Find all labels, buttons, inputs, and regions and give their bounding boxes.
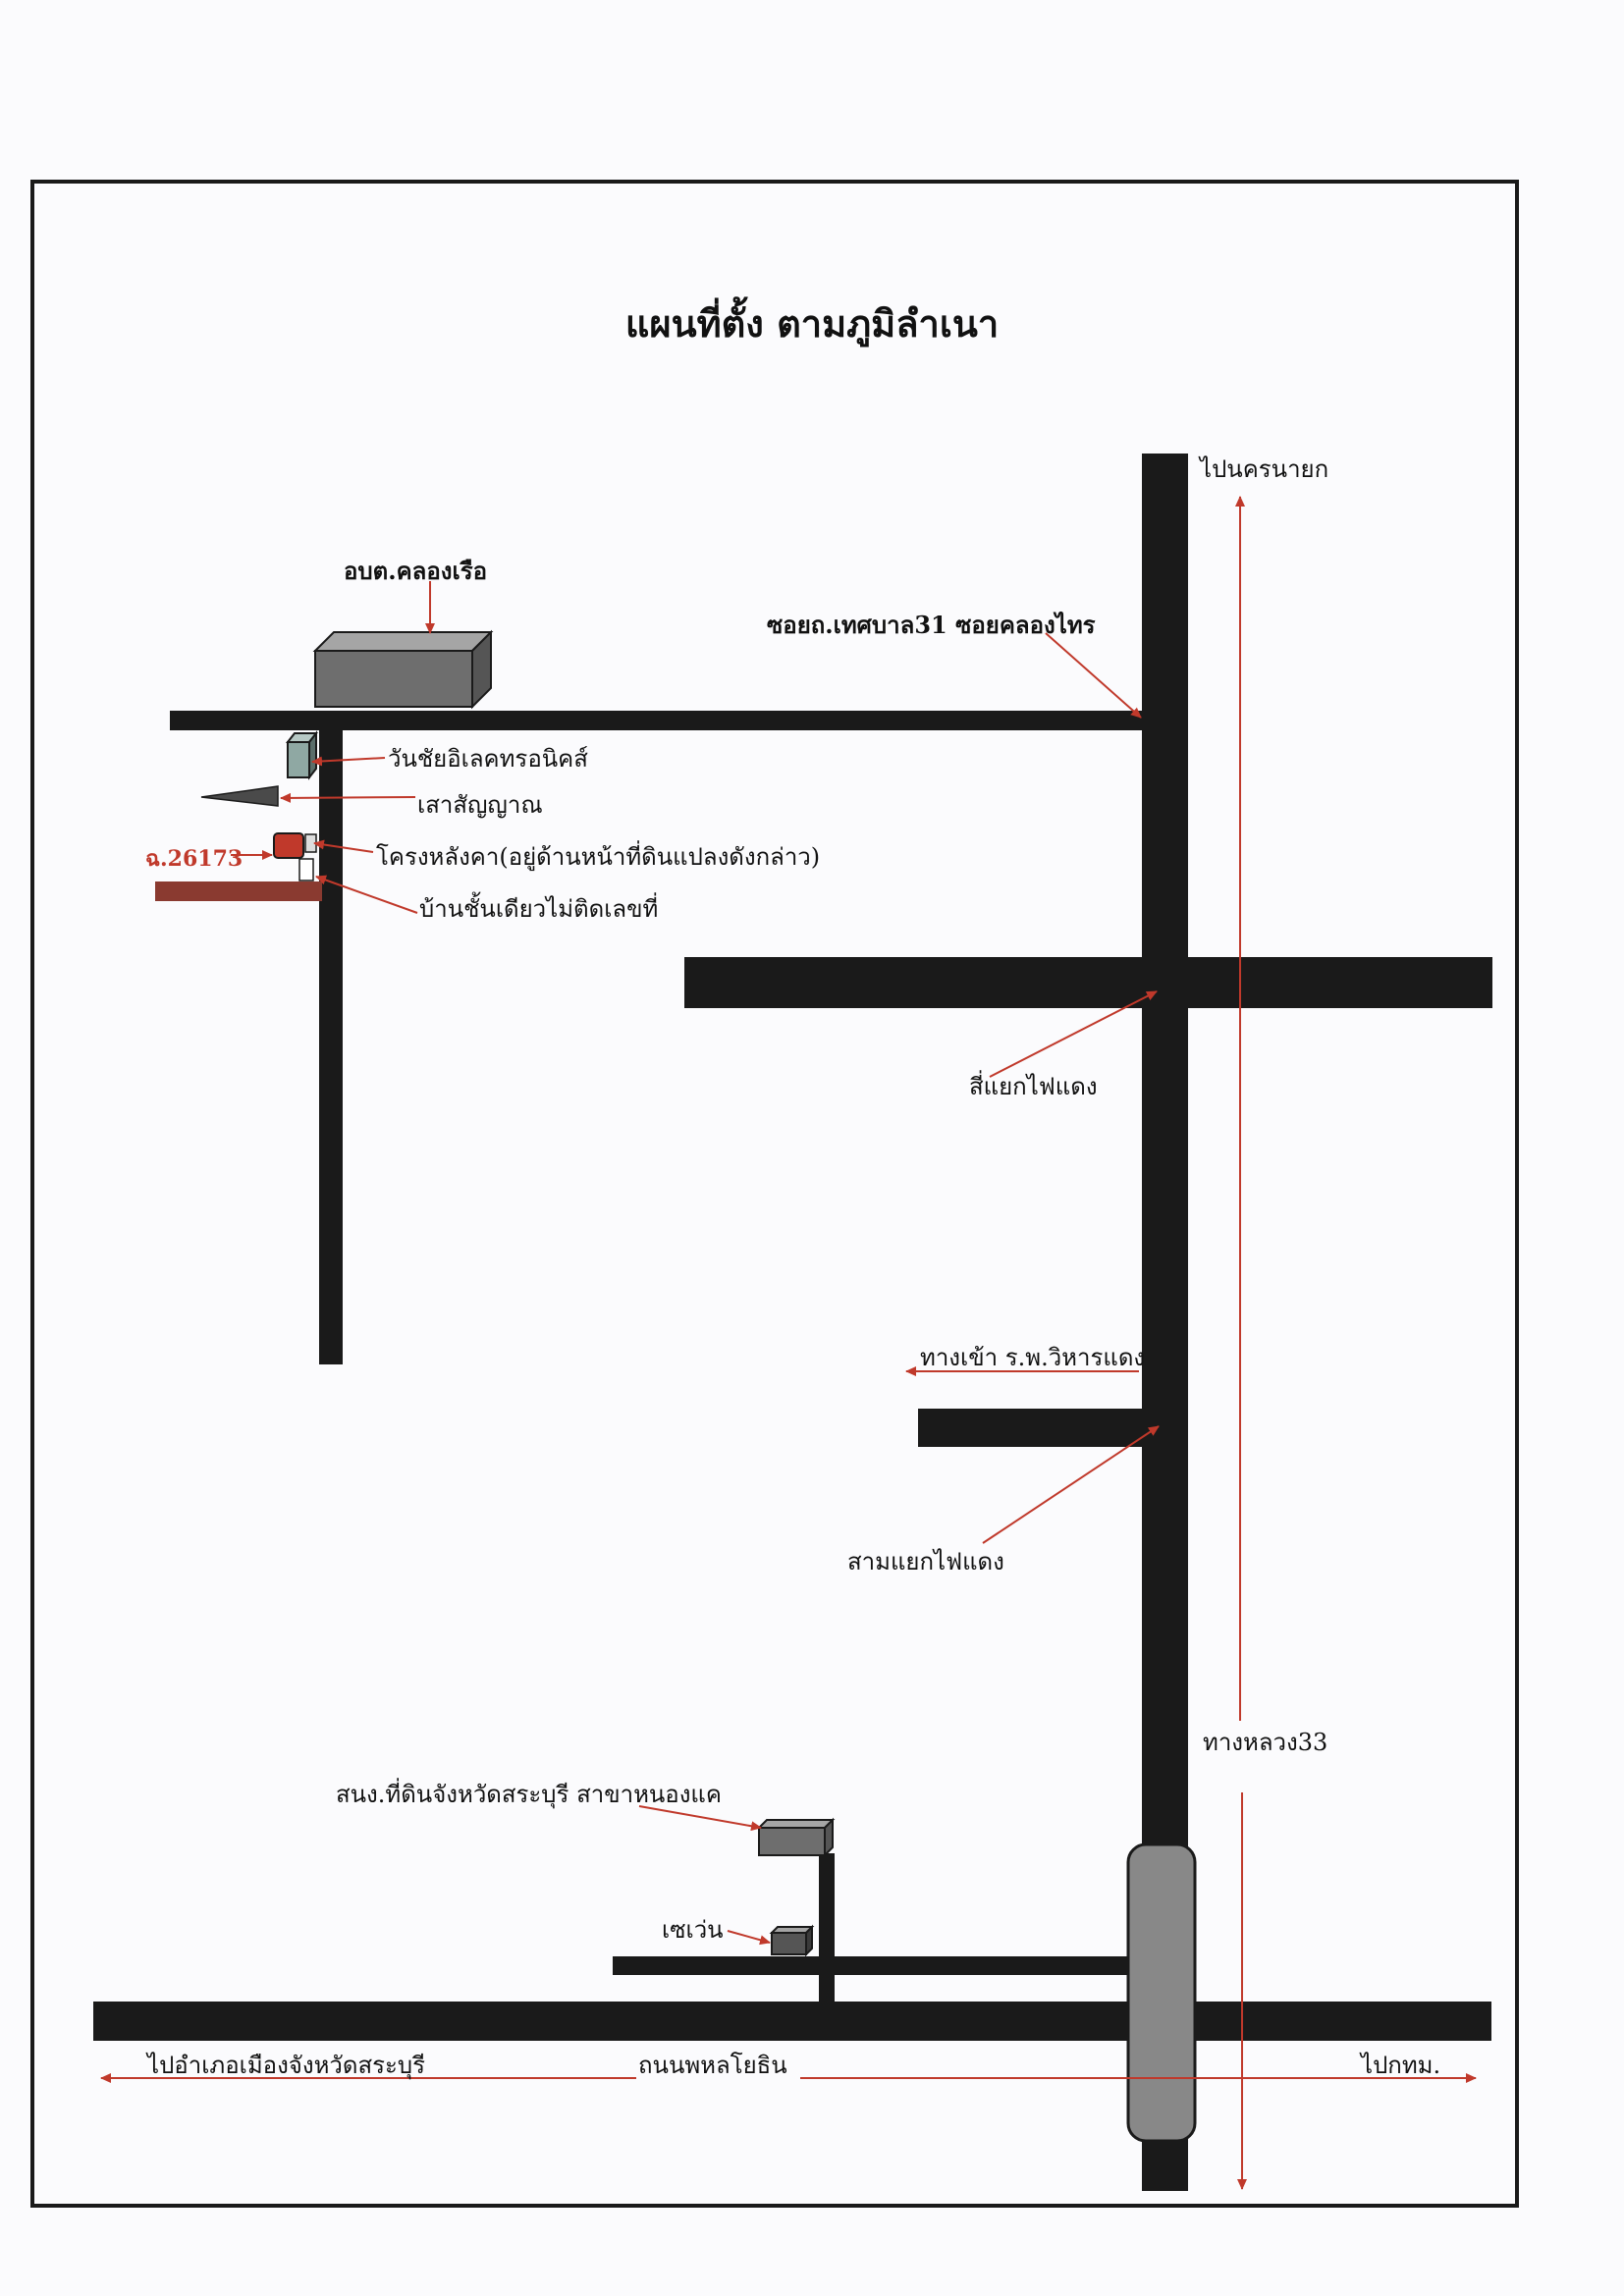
hospital-entrance-road — [918, 1409, 1151, 1447]
wanchai-shop — [285, 730, 319, 780]
label-to-saraburi: ไปอำเภอเมืองจังหวัดสระบุรี — [145, 2052, 425, 2080]
label-highway-33: ทางหลวง33 — [1203, 1729, 1327, 1756]
land-office-building — [756, 1817, 836, 1858]
label-seven-eleven: เซเว่น — [662, 1916, 724, 1944]
obt-building — [312, 629, 494, 710]
pointer-seven-eleven — [727, 1930, 771, 1946]
label-to-bangkok: ไปกทม. — [1359, 2052, 1440, 2079]
soi-thetsaban-road — [170, 711, 1155, 730]
label-hospital-entrance: ทางเข้า ร.พ.วิหารแดง — [920, 1344, 1145, 1371]
signal-pole-icon — [200, 785, 279, 807]
label-deed: ฉ.26173 — [145, 846, 243, 872]
label-roof-structure: โครงหลังคา(อยู่ด้านหน้าที่ดินแปลงดังกล่า… — [376, 840, 820, 872]
label-phahonyothin: ถนนพหลโยธิน — [638, 2052, 787, 2079]
label-land-office: สนง.ที่ดินจังหวัดสระบุรี สาขาหนองแค — [336, 1778, 722, 1809]
side-road-horizontal — [613, 1956, 1151, 1975]
pointer-soi-thetsaban — [1045, 632, 1142, 719]
cross-road-four-way — [684, 957, 1492, 1008]
label-four-way-light: สี่แยกไฟแดง — [969, 1070, 1098, 1100]
side-road-vertical — [819, 1853, 835, 2002]
phahonyothin-road — [93, 2002, 1491, 2041]
local-road-vertical — [319, 721, 343, 1364]
label-single-storey-house: บ้านชั้นเดียวไม่ติดเลขที่ — [419, 891, 658, 923]
label-signal-pole: เสาสัญญาณ — [417, 791, 543, 819]
page-title: แผนที่ตั้ง ตามภูมิลำเนา — [625, 296, 999, 347]
pointer-land-office — [638, 1805, 762, 1832]
overpass-pillar — [1126, 1842, 1197, 2143]
roof-structure-marker — [273, 832, 304, 859]
pointer-three-way — [982, 1425, 1160, 1544]
label-obt: อบต.คลองเรือ — [344, 557, 487, 585]
label-to-nakhon-nayok: ไปนครนายก — [1198, 455, 1328, 483]
pointer-roof — [313, 839, 374, 853]
label-wanchai: วันชัยอิเลคทรอนิคส์ — [388, 745, 588, 773]
seven-eleven-building — [769, 1924, 815, 1957]
pointer-signal-pole — [280, 792, 416, 803]
pointer-wanchai — [311, 756, 386, 767]
label-three-way-light: สามแยกไฟแดง — [847, 1548, 1004, 1575]
pointer-four-way — [989, 990, 1158, 1078]
pointer-house — [315, 875, 418, 914]
label-soi-thetsaban: ซอยถ.เทศบาล31 ซอยคลองไทร — [767, 611, 1096, 639]
single-storey-house-icon — [298, 858, 314, 881]
parcel-lane — [155, 881, 322, 901]
map-frame — [30, 180, 1519, 2208]
